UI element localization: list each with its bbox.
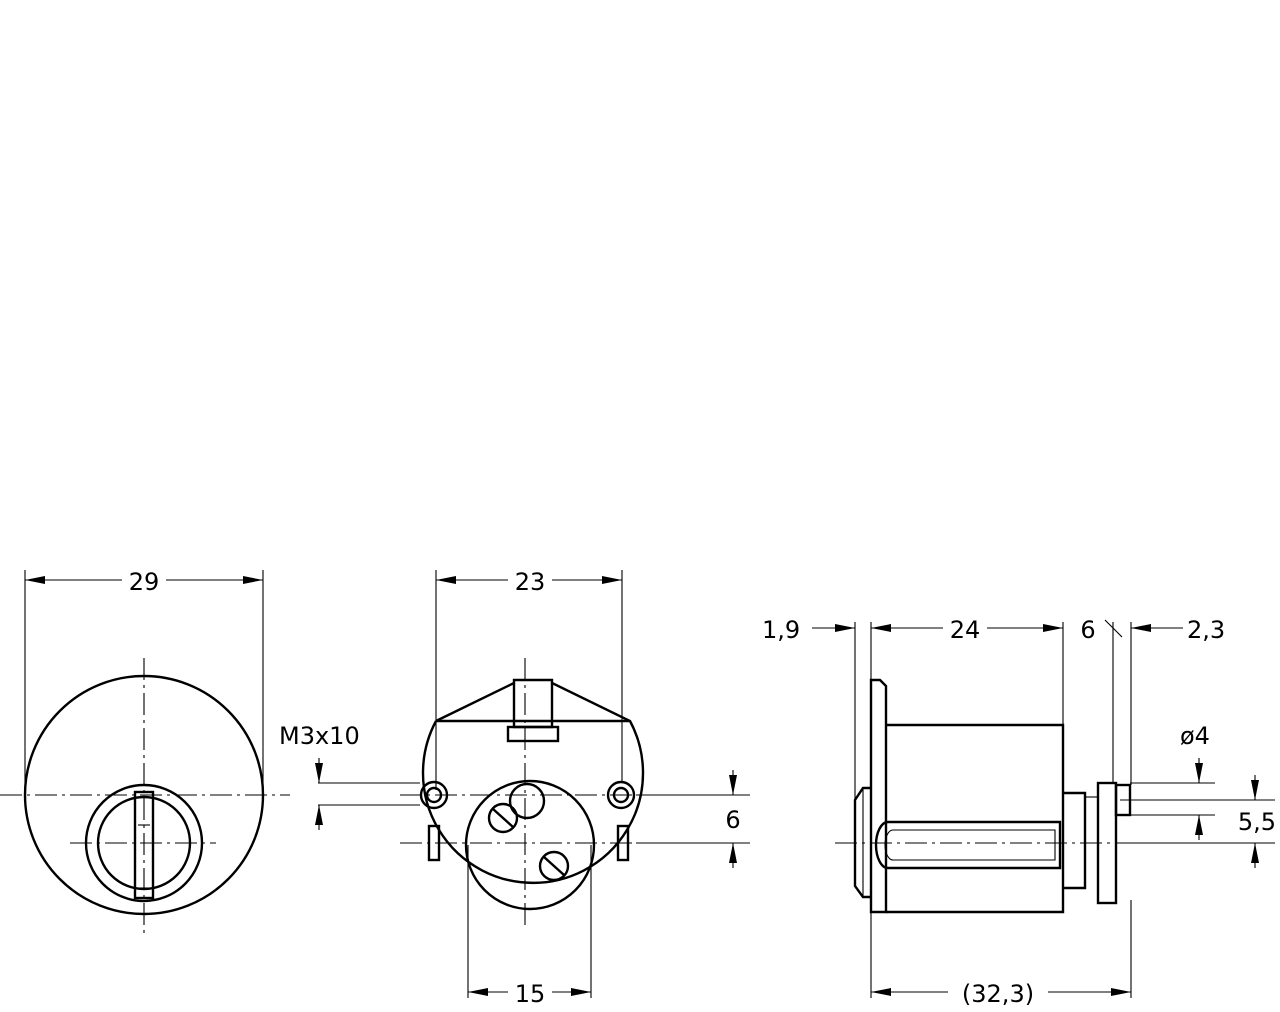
front-view: 29: [0, 565, 290, 938]
dim-side-pin-diameter: ø4: [1180, 722, 1210, 750]
screw-1: [487, 802, 519, 834]
rear-bore: [464, 779, 596, 911]
dim-side-pin-offset: 5,5: [1238, 808, 1276, 836]
dim-thread: M3x10: [279, 722, 360, 750]
screw-2: [538, 850, 570, 882]
dim-rear-width: 23: [515, 568, 546, 596]
dim-side-arm: 2,3: [1187, 616, 1225, 644]
dim-side-arm-gap: 6: [1080, 616, 1095, 644]
dim-front-diameter: 29: [129, 568, 160, 596]
body-slot: [874, 820, 1062, 870]
dim-side-overall: (32,3): [962, 980, 1034, 1008]
dim-rear-offset: 6: [725, 806, 740, 834]
mount-hole-right: [606, 780, 636, 810]
rear-view: 23 M3x10 6 15: [279, 565, 750, 1008]
body-housing: [886, 723, 1065, 914]
dim-side-flange: 1,9: [762, 616, 800, 644]
flange: [869, 678, 888, 914]
dim-rear-bore: 15: [515, 980, 546, 1008]
dim-side-body: 24: [950, 616, 981, 644]
side-view: 1,9 24 6 2,3 ø4 5,5 (32,3): [762, 613, 1276, 1008]
